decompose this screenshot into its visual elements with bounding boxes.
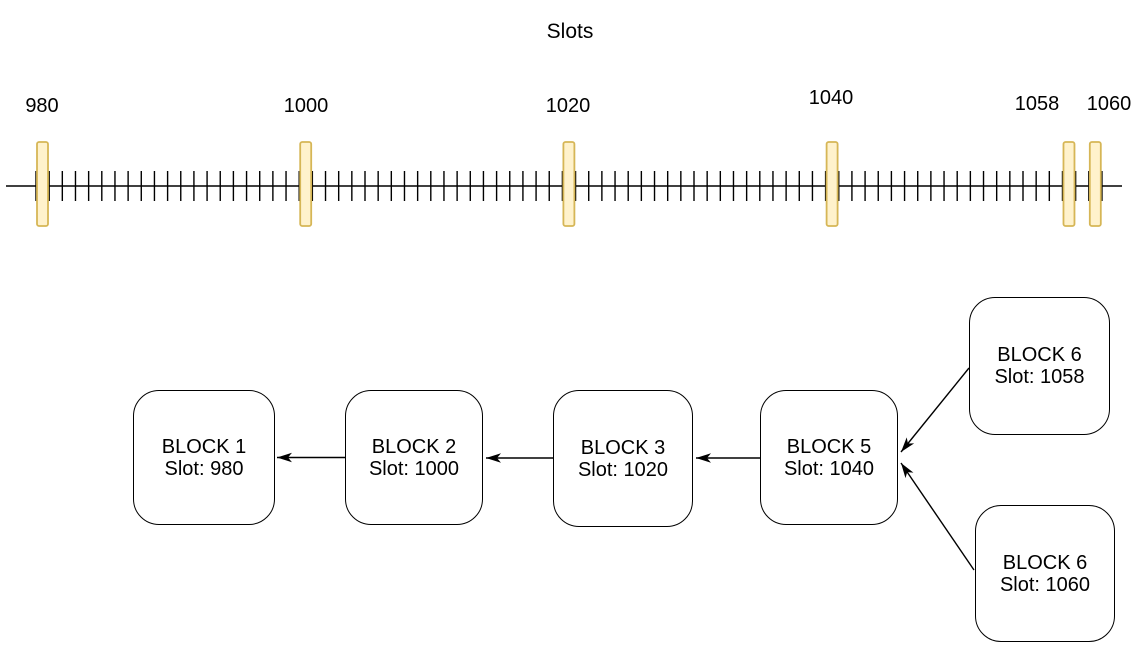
chain-arrows bbox=[277, 367, 975, 571]
slot-marker-1058 bbox=[1062, 141, 1076, 227]
block-5-slot: Slot: 1040 bbox=[783, 457, 875, 480]
slot-marker-980 bbox=[36, 141, 49, 227]
block-3-name: BLOCK 3 bbox=[580, 436, 666, 459]
block-6-1060-node: BLOCK 6 Slot: 1060 bbox=[975, 505, 1115, 642]
slot-label-980: 980 bbox=[25, 95, 59, 117]
block-2-slot: Slot: 1000 bbox=[368, 457, 460, 480]
block-6-1058-node: BLOCK 6 Slot: 1058 bbox=[969, 297, 1110, 435]
slot-marker-1060 bbox=[1088, 141, 1102, 227]
block-6-1058-name: BLOCK 6 bbox=[997, 344, 1082, 366]
block-1-slot: Slot: 980 bbox=[164, 457, 244, 480]
slot-label-1058: 1058 bbox=[1014, 93, 1060, 115]
block-1-node: BLOCK 1 Slot: 980 bbox=[133, 390, 275, 525]
timeline-title: Slots bbox=[546, 20, 594, 43]
block-3-node: BLOCK 3 Slot: 1020 bbox=[553, 390, 693, 527]
arrow-block6-1058-to-block5 bbox=[900, 367, 970, 453]
block-2-node: BLOCK 2 Slot: 1000 bbox=[345, 390, 483, 525]
timeline-ticks bbox=[35, 171, 1103, 201]
block-6-1060-name: BLOCK 6 bbox=[1002, 551, 1088, 574]
block-6-1058-slot: Slot: 1058 bbox=[994, 366, 1085, 388]
slot-label-1040: 1040 bbox=[808, 87, 854, 109]
block-3-slot: Slot: 1020 bbox=[577, 458, 669, 481]
slot-marker-1040 bbox=[825, 141, 839, 227]
highlighted-slot-markers bbox=[36, 141, 1102, 227]
arrow-block6-1060-to-block5 bbox=[900, 462, 975, 571]
block-2-name: BLOCK 2 bbox=[371, 435, 457, 458]
slot-label-1060: 1060 bbox=[1086, 93, 1132, 115]
block-1-name: BLOCK 1 bbox=[161, 435, 247, 458]
slot-marker-1020 bbox=[562, 141, 576, 227]
slot-marker-1000 bbox=[299, 141, 313, 227]
block-5-node: BLOCK 5 Slot: 1040 bbox=[760, 390, 898, 525]
block-6-1060-slot: Slot: 1060 bbox=[999, 573, 1091, 596]
slot-label-1020: 1020 bbox=[545, 95, 591, 117]
slot-label-1000: 1000 bbox=[283, 95, 329, 117]
block-5-name: BLOCK 5 bbox=[786, 435, 872, 458]
